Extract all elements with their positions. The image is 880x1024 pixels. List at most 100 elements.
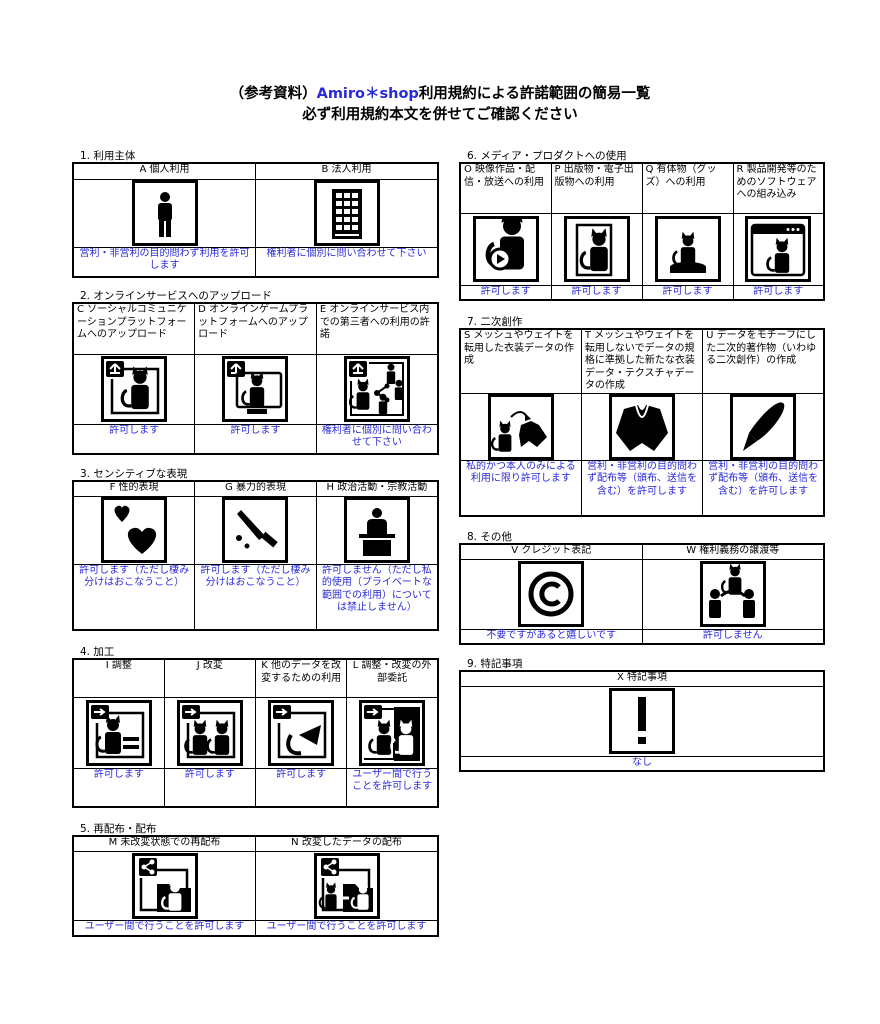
text-row: 許可します許可します権利者に個別に問い合わせて下さい <box>72 423 439 455</box>
icon-cell <box>72 178 256 248</box>
icon-row <box>72 696 439 769</box>
item-label: B 法人利用 <box>255 162 439 180</box>
icon-cell <box>72 696 165 769</box>
permission-text: 許可します <box>72 423 196 455</box>
section-title: 6. メディア・プロダクトへの使用 <box>467 150 627 162</box>
item-label: I 調整 <box>72 658 165 698</box>
copyright-icon <box>518 561 585 627</box>
text-row: 不要ですがあると嬉しいです許可しません <box>459 628 825 645</box>
license-table: X 特記事項なし <box>459 670 825 772</box>
item-label: W 権利義務の譲渡等 <box>641 543 825 560</box>
icon-row <box>459 558 825 630</box>
icon-row <box>72 178 439 248</box>
icon-row <box>72 495 439 565</box>
permission-text: 許可しません（ただし私的使用（プライベートな範囲での利用）については禁止しません… <box>315 563 439 631</box>
text-row: 許可します許可します許可しますユーザー間で行うことを許可します <box>72 767 439 808</box>
item-label: J 改変 <box>163 658 257 698</box>
permission-text: 不要ですがあると嬉しいです <box>459 628 643 645</box>
share-modified-icon <box>313 852 380 919</box>
hearts-icon <box>101 497 168 563</box>
item-label: C ソーシャルコミュニケーションプラットフォームへのアップロード <box>72 302 196 355</box>
outsource-icon <box>359 699 426 766</box>
video-icon <box>472 216 539 282</box>
permission-text: 許可します <box>641 284 734 301</box>
permission-text: 権利者に個別に問い合わせて下さい <box>255 246 439 278</box>
icon-cell <box>72 495 196 565</box>
document-subtitle: 必ず利用規約本文を併せてご確認ください <box>302 107 578 123</box>
icon-cell <box>732 212 825 286</box>
icon-cell <box>72 850 256 921</box>
icon-cell <box>194 495 317 565</box>
icon-cell <box>163 696 257 769</box>
icon-cell <box>255 178 439 248</box>
icon-cell <box>194 353 317 425</box>
permission-text: 許可します <box>254 767 348 808</box>
icon-cell <box>315 353 439 425</box>
text-row: 営利・非営利の目的問わず利用を許可します権利者に個別に問い合わせて下さい <box>72 246 439 278</box>
transfer-icon <box>699 561 766 627</box>
permission-text: ユーザー間で行うことを許可します <box>255 919 439 937</box>
permission-text: 権利者に個別に問い合わせて下さい <box>315 423 439 455</box>
icon-cell <box>346 696 439 769</box>
section-title: 7. 二次創作 <box>467 316 523 328</box>
item-label: P 出版物・電子出版物への利用 <box>550 162 643 214</box>
permission-text: 営利・非営利の目的問わず配布等（頒布、送信を含む）を許可します <box>702 459 825 517</box>
upload-cat-icon <box>101 356 168 422</box>
icon-cell <box>641 558 825 630</box>
permission-text: 許可します <box>163 767 257 808</box>
icon-cell <box>702 392 825 461</box>
section-title: 5. 再配布・配布 <box>80 823 157 835</box>
icon-cell <box>459 212 552 286</box>
item-label: K 他のデータを改変するための利用 <box>254 658 348 698</box>
item-label: O 映像作品・配信・放送への利用 <box>459 162 552 214</box>
permission-text: 営利・非営利の目的問わず配布等（頒布、送信を含む）を許可します <box>580 459 704 517</box>
text-row: 許可します許可します許可します許可します <box>459 284 825 301</box>
item-label: X 特記事項 <box>459 670 825 687</box>
person-icon <box>131 180 198 246</box>
section-title: 2. オンラインサービスへのアップロード <box>80 290 272 302</box>
section-title: 1. 利用主体 <box>80 150 136 162</box>
text-row: なし <box>459 755 825 772</box>
item-label: E オンラインサービス内での第三者への利用の許諾 <box>315 302 439 355</box>
permission-text: 許可します <box>72 767 165 808</box>
title-prefix: （参考資料） <box>229 86 317 102</box>
icon-cell <box>459 392 582 461</box>
document-title: （参考資料）Amiro＊shop利用規約による許諾範囲の簡易一覧 <box>0 84 880 105</box>
parts-icon <box>268 699 335 766</box>
upload-monitor-icon <box>222 356 289 422</box>
permission-text: ユーザー間で行うことを許可します <box>346 767 439 808</box>
permission-text: 許可しません <box>641 628 825 645</box>
icon-cell <box>459 685 825 757</box>
permission-text: なし <box>459 755 825 772</box>
podium-icon <box>343 497 410 563</box>
permission-text: 許可します <box>550 284 643 301</box>
section-title: 4. 加工 <box>80 646 115 658</box>
permission-text: 許可します <box>732 284 825 301</box>
icon-row <box>72 353 439 425</box>
icon-cell <box>550 212 643 286</box>
item-label: L 調整・改変の外部委託 <box>346 658 439 698</box>
icon-row <box>72 850 439 921</box>
permission-text: 私的かつ本人のみによる利用に限り許可します <box>459 459 582 517</box>
item-label: D オンラインゲームプラットフォームへのアップロード <box>194 302 317 355</box>
exclamation-icon <box>609 688 675 754</box>
upload-share-icon <box>343 356 410 422</box>
section-title: 3. センシティブな表現 <box>80 468 188 480</box>
item-label: H 政治活動・宗教活動 <box>315 480 439 497</box>
